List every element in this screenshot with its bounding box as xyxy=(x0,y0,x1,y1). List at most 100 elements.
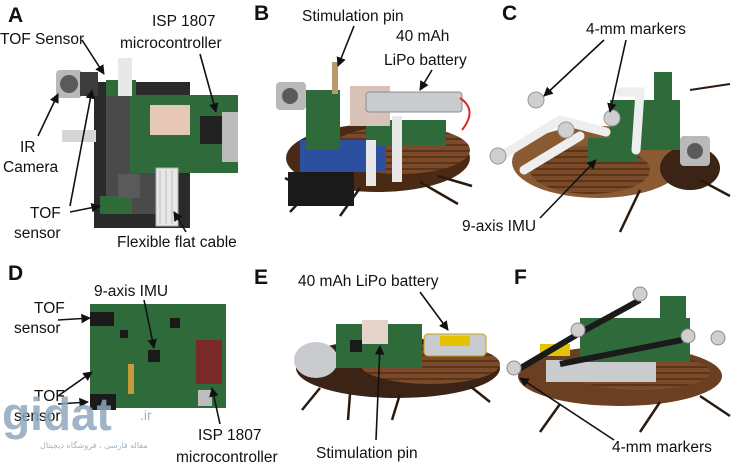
camera-lens xyxy=(687,143,703,159)
label-sensor-top: sensor xyxy=(14,320,61,337)
battery-wire xyxy=(459,97,471,131)
marker xyxy=(603,109,621,127)
switch xyxy=(198,390,212,406)
connector xyxy=(222,112,238,162)
white-strap xyxy=(392,116,402,182)
leg xyxy=(301,387,321,411)
panel-a-label: A xyxy=(8,4,23,27)
label-isp-1807: ISP 1807 xyxy=(198,427,262,444)
label-microcontroller: microcontroller xyxy=(176,449,278,466)
marker xyxy=(710,330,726,346)
label-sensor-bottom: sensor xyxy=(14,225,61,242)
pcb-riser xyxy=(654,72,672,102)
flexible-flat-cable xyxy=(155,167,179,227)
imu-board xyxy=(588,138,638,162)
watermark-tagline: مقاله فارسی ، فروشگاه دیجیتال xyxy=(40,440,148,450)
label-4mm-markers: 4-mm markers xyxy=(586,21,686,38)
marker xyxy=(570,322,586,338)
side-tab xyxy=(62,130,96,142)
camera-body xyxy=(294,342,338,378)
arrow-tof-top xyxy=(81,39,105,75)
panel-b-label: B xyxy=(254,2,269,25)
panel-f: F 4-mm markers xyxy=(506,266,731,456)
panel-f-label: F xyxy=(514,266,527,289)
marker xyxy=(506,360,522,376)
panel-e-label: E xyxy=(254,266,268,289)
arrow-tof-bottom-2 xyxy=(57,371,93,397)
marker-frame xyxy=(493,115,611,163)
component-blob xyxy=(362,320,388,344)
leg xyxy=(699,394,731,418)
label-40-mah: 40 mAh xyxy=(396,28,449,45)
label-isp-1807: ISP 1807 xyxy=(152,13,216,30)
panel-e: E 40 mAh LiPo battery Stimulation pin xyxy=(254,266,500,462)
antenna xyxy=(689,83,731,91)
label-lipo-battery: 40 mAh LiPo battery xyxy=(298,273,439,290)
marker xyxy=(527,91,545,109)
arrow-stimulation-pin xyxy=(374,345,385,441)
microcontroller-chip xyxy=(196,340,222,384)
black-frame xyxy=(288,172,354,206)
panel-b: B Stimulation pin 40 mAh LiPo battery xyxy=(254,2,473,217)
label-camera: Camera xyxy=(3,159,59,176)
leg xyxy=(419,180,459,206)
arrow-isp xyxy=(199,53,219,113)
white-strap xyxy=(118,58,132,96)
watermark: gidat .ir مقاله فارسی ، فروشگاه دیجیتال xyxy=(2,388,152,450)
label-tof-top: TOF xyxy=(34,300,65,317)
leg xyxy=(618,189,642,233)
stimulation-pin xyxy=(332,62,338,94)
arrow-tof-bottom-1 xyxy=(57,397,89,408)
leg xyxy=(469,385,491,403)
panel-c-label: C xyxy=(502,2,517,25)
camera-lens xyxy=(282,88,298,104)
arrow-ffc xyxy=(173,211,187,233)
label-tof-bottom: TOF xyxy=(30,205,61,222)
arrow-battery xyxy=(419,69,433,91)
panel-d: D TOF sensor 9-axis IMU TOF sensor ISP 1… xyxy=(8,262,278,466)
leg xyxy=(346,393,352,421)
leg xyxy=(538,403,562,433)
lipo-battery xyxy=(365,91,463,113)
mount-bracket xyxy=(118,174,140,198)
tof-sensor-bottom xyxy=(100,196,132,214)
ir-camera-mount xyxy=(80,72,98,96)
panel-c: C 4-mm markers 9-axis IMU xyxy=(462,2,731,235)
arrow-tof-top xyxy=(57,313,91,324)
panel-a: A TOF Sensor ISP 1807 microcontroller IR… xyxy=(0,4,238,251)
label-9-axis-imu: 9-axis IMU xyxy=(462,218,536,235)
lipo-battery xyxy=(546,360,656,382)
tof-sensor-top xyxy=(90,312,114,326)
arrow-ir-camera xyxy=(37,93,59,137)
marker-frame xyxy=(519,131,585,175)
pcb-riser xyxy=(660,296,686,328)
label-9-axis-imu: 9-axis IMU xyxy=(94,283,168,300)
component-blob xyxy=(150,105,190,135)
marker xyxy=(489,147,507,165)
arrow-imu xyxy=(143,299,157,349)
leg xyxy=(390,393,402,421)
label-tof-sensor-top: TOF Sensor xyxy=(0,31,84,48)
label-lipo-battery: LiPo battery xyxy=(384,52,467,69)
watermark-tld: .ir xyxy=(140,407,152,423)
leg xyxy=(699,178,731,198)
imu-chip xyxy=(148,350,160,362)
marker-frame xyxy=(615,87,645,155)
label-stimulation-pin: Stimulation pin xyxy=(316,445,418,462)
arrow-isp xyxy=(209,387,221,425)
arrow-imu xyxy=(539,159,597,219)
marker-frame xyxy=(559,337,683,367)
arrow-battery xyxy=(419,291,449,331)
pcb-board xyxy=(306,90,340,150)
marker xyxy=(557,121,575,139)
leg xyxy=(437,174,473,188)
label-tof-bottom: TOF xyxy=(34,388,65,405)
ir-camera-lens xyxy=(60,75,78,93)
label-microcontroller: microcontroller xyxy=(120,35,222,52)
label-ir: IR xyxy=(20,139,36,156)
marker xyxy=(632,286,648,302)
marker xyxy=(680,328,696,344)
header-pins xyxy=(128,364,134,394)
label-stimulation-pin: Stimulation pin xyxy=(302,8,404,25)
